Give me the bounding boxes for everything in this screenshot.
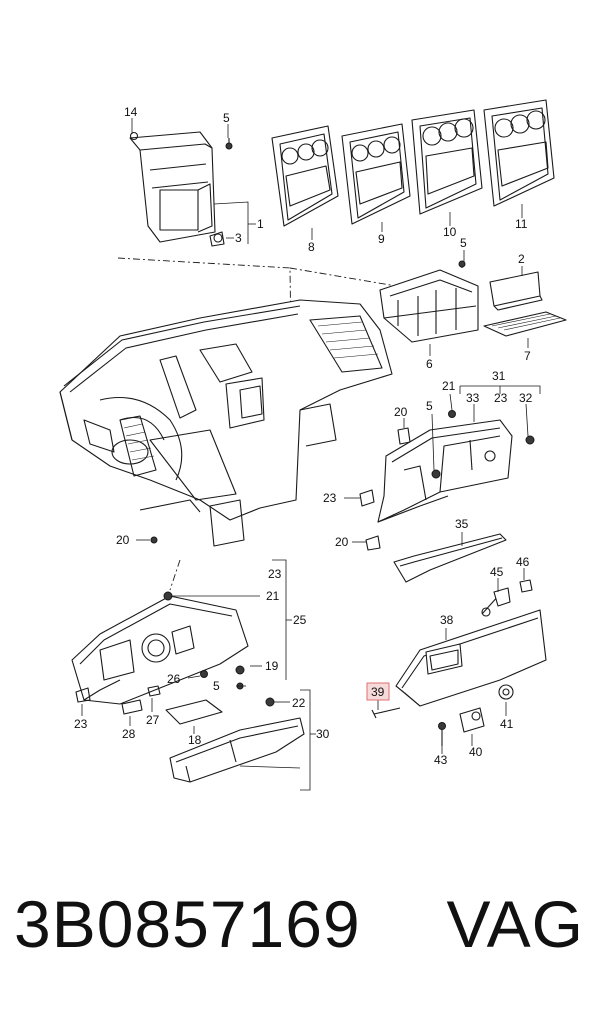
callout-33: 33 (466, 391, 480, 405)
trim-strip-35 (393, 533, 507, 583)
dash-leaders (136, 536, 158, 544)
trim-bezel-9 (341, 123, 411, 225)
callout-27: 27 (146, 713, 160, 727)
callout-25: 25 (293, 613, 307, 627)
storage-compartment-6 (379, 260, 479, 343)
part-number: 3B0857169 (14, 887, 361, 961)
callout-23: 23 (323, 491, 337, 505)
leaders-lower-left (81, 559, 316, 791)
callout-19: 19 (265, 659, 279, 673)
trim-bezel-10 (411, 109, 483, 215)
callout-43: 43 (434, 753, 448, 767)
lid-2 (489, 271, 543, 311)
leaders-8-11 (311, 204, 523, 240)
callout-9: 9 (378, 232, 385, 246)
callout-21: 21 (266, 589, 280, 603)
leaders-39-43 (377, 700, 507, 754)
callout-5: 5 (426, 399, 433, 413)
callout-labels: 14 5 1 3 8 9 10 11 5 2 6 7 31 21 33 23 3… (74, 105, 533, 767)
lock-cylinder-45 (481, 587, 511, 617)
callout-3: 3 (235, 231, 242, 245)
trim-bezel-8 (271, 125, 339, 227)
glovebox-body-30 (169, 717, 305, 783)
callout-23: 23 (74, 717, 88, 731)
callout-38: 38 (440, 613, 454, 627)
leaders-45-46 (497, 568, 525, 592)
callout-35: 35 (455, 517, 469, 531)
glovebox-assembly-lower (71, 591, 275, 715)
screw-43 (438, 722, 446, 746)
latch-40 (459, 707, 485, 733)
callout-23: 23 (268, 567, 282, 581)
callout-10: 10 (443, 225, 457, 239)
callout-7: 7 (524, 349, 531, 363)
mat-7 (483, 311, 567, 337)
callout-6: 6 (426, 357, 433, 371)
leaders-right-upper (344, 385, 541, 543)
pin-39 (371, 707, 401, 719)
callout-40: 40 (469, 745, 483, 759)
callout-5: 5 (213, 679, 220, 693)
callout-41: 41 (500, 717, 514, 731)
callout-8: 8 (308, 240, 315, 254)
callout-2: 2 (518, 252, 525, 266)
callout-22: 22 (292, 696, 306, 710)
callout-28: 28 (122, 727, 136, 741)
dashboard-assembly (59, 299, 393, 547)
callout-20: 20 (116, 533, 130, 547)
callout-23: 23 (494, 391, 508, 405)
brand-name: VAG (446, 887, 584, 961)
callout-32: 32 (519, 391, 533, 405)
callout-5: 5 (223, 111, 230, 125)
leaders-2-7 (429, 250, 529, 356)
glovebox-housing-upper (359, 410, 535, 551)
radio-mounting-frame (129, 131, 233, 247)
callout-18: 18 (188, 733, 202, 747)
leaders-1 (131, 118, 256, 244)
callout-31: 31 (492, 369, 506, 383)
callout-20: 20 (394, 405, 408, 419)
callout-26: 26 (167, 672, 181, 686)
callout-11: 11 (515, 217, 528, 231)
plug-46 (519, 579, 533, 593)
callout-5: 5 (460, 236, 467, 250)
glovebox-lid-38 (395, 609, 547, 707)
callout-20: 20 (335, 535, 349, 549)
callout-21: 21 (442, 379, 456, 393)
callout-45: 45 (490, 565, 504, 579)
storage-tray-18 (165, 699, 223, 725)
callout-39: 39 (371, 685, 385, 699)
callout-30: 30 (316, 727, 330, 741)
trim-bezel-11 (483, 99, 555, 207)
callout-14: 14 (124, 105, 138, 119)
callout-46: 46 (516, 555, 530, 569)
callout-1: 1 (257, 217, 264, 231)
callout-39-highlight (366, 682, 390, 701)
lock-41 (498, 684, 514, 700)
